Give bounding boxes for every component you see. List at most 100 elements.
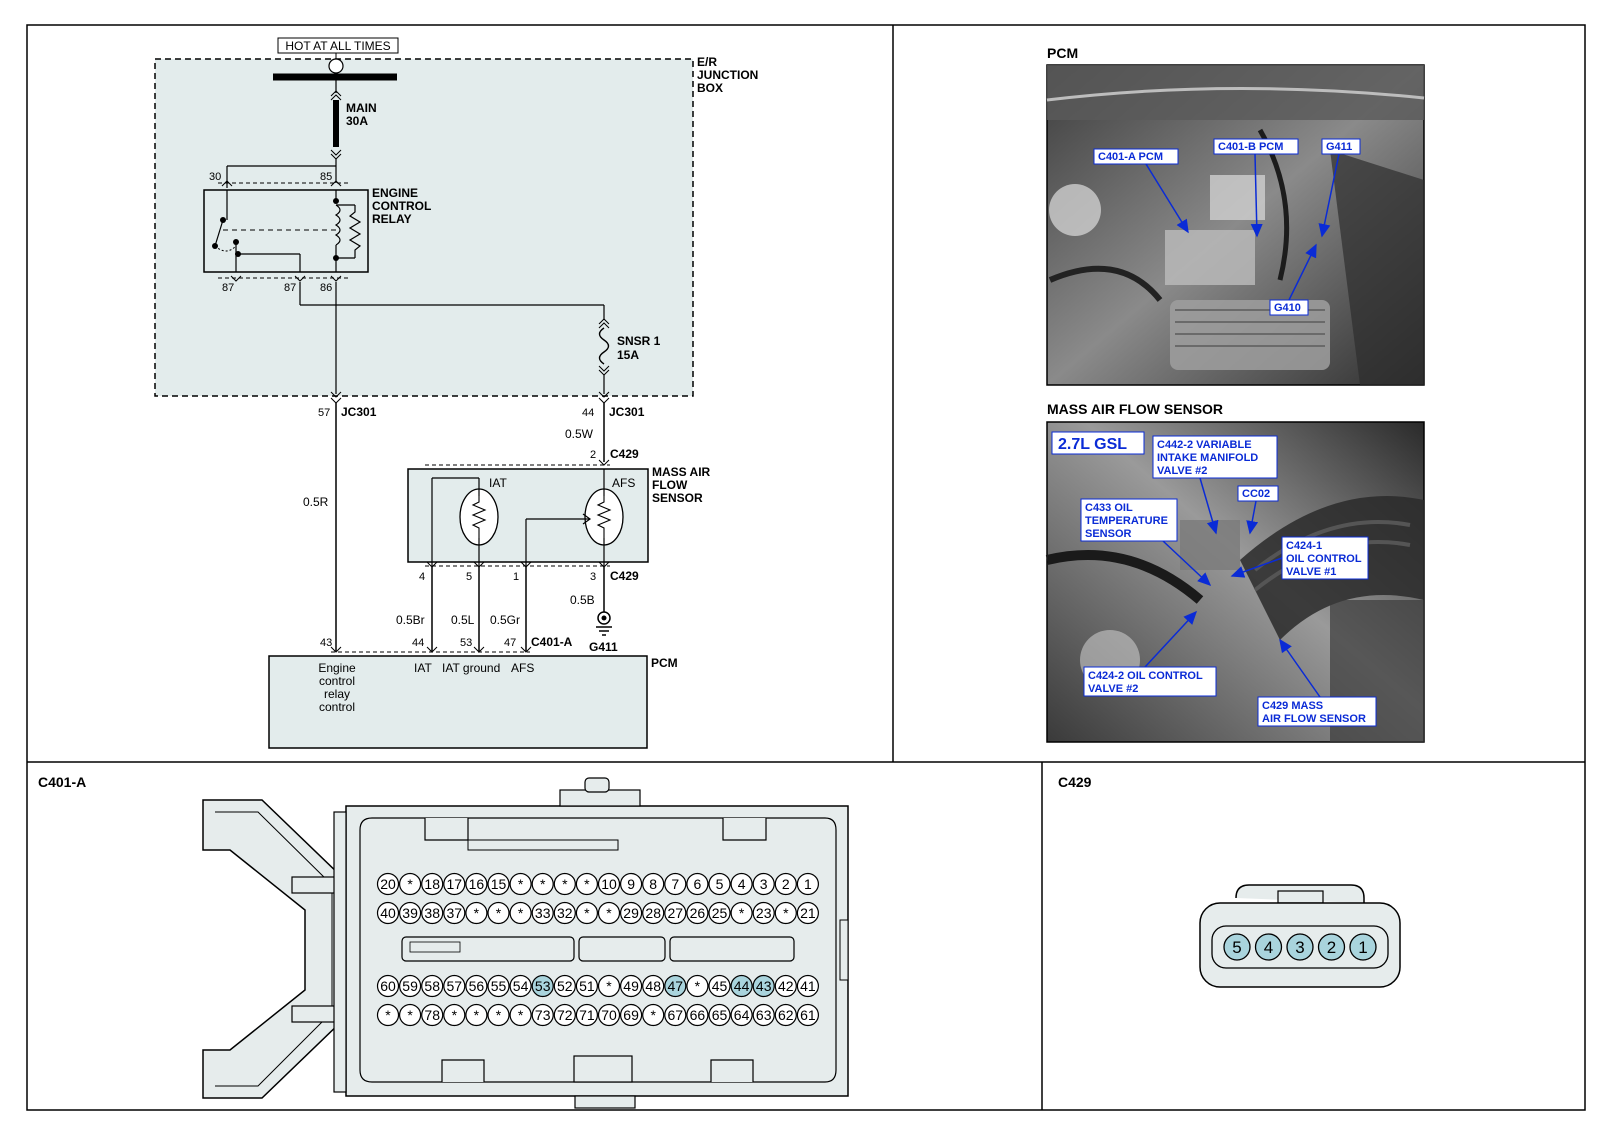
- connector-c401a-title: C401-A: [38, 774, 86, 790]
- wire-05br-label: 0.5Br: [396, 613, 425, 627]
- c401a-cavity-label: 54: [513, 978, 529, 994]
- c401a-cavity-3-10: [575, 974, 599, 998]
- relay-pin-30: 30: [209, 171, 221, 183]
- c401a-cavity-label: 38: [424, 905, 440, 921]
- c401a-cavity-4-12: [619, 1003, 643, 1027]
- c401a-cavity-label: 78: [424, 1007, 440, 1023]
- c401a-cavity-label: 21: [800, 905, 816, 921]
- c401a-cavity-2-2: [399, 901, 422, 925]
- c401a-cavity-label: 70: [601, 1007, 617, 1023]
- c401a-cavity-label: 63: [756, 1007, 772, 1023]
- c401a-cavity-label: 45: [712, 978, 728, 994]
- engine-control-relay: [203, 180, 369, 282]
- c401a-cavity-1-12: [619, 872, 643, 896]
- c401a-cavity-label: *: [606, 978, 612, 994]
- c401a-cavity-4-3: [421, 1003, 444, 1027]
- c401a-cavity-1-3: [421, 872, 444, 896]
- pcm-box: [268, 655, 648, 749]
- c401a-cavity-label: 28: [645, 905, 661, 921]
- junction-box-label-1: E/R: [697, 55, 717, 69]
- c401a-cavity-3-6: [487, 974, 510, 998]
- c401a-cavity-4-16: [708, 1003, 731, 1027]
- c401a-cavity-1-6: [487, 872, 510, 896]
- c401a-cavity-1-15: [686, 872, 709, 896]
- c401a-cavity-label: 4: [738, 876, 746, 892]
- c401a-cavity-4-10: [575, 1003, 599, 1027]
- callout-c424-1-line1: C424-1: [1286, 540, 1322, 552]
- c401a-cavity-label: 60: [380, 978, 396, 994]
- callout-c442-2-line1: C442-2 VARIABLE: [1157, 439, 1252, 451]
- wire-05gr-label: 0.5Gr: [490, 613, 520, 627]
- c401a-cavity-1-1: [376, 872, 400, 896]
- c401a-cavity-2-14: [664, 901, 687, 925]
- callout-c433-line2: TEMPERATURE: [1085, 515, 1168, 527]
- c429-top-label: C429: [610, 447, 639, 461]
- relay-label-3: RELAY: [372, 212, 412, 226]
- c401a-cavity-4-2: [399, 1003, 422, 1027]
- c401a-cavity-label: 40: [380, 905, 396, 921]
- c401a-cavity-3-18: [752, 974, 775, 998]
- c401a-cavity-3-20: [796, 974, 820, 998]
- pcm-func-relay-2: control: [319, 674, 355, 688]
- c401a-cavity-label: 67: [668, 1007, 684, 1023]
- c401a-cavity-1-8: [531, 872, 554, 896]
- c401a-cavity-label: 39: [402, 905, 418, 921]
- c401a-cavity-label: *: [562, 876, 568, 892]
- pcm-func-relay-1: Engine: [318, 661, 356, 675]
- c401a-cavity-label: 51: [579, 978, 595, 994]
- relay-label-2: CONTROL: [372, 199, 431, 213]
- c401a-cavity-4-7: [509, 1003, 532, 1027]
- c401a-cavity-label: 15: [491, 876, 507, 892]
- c401a-cavity-label: *: [518, 876, 524, 892]
- c401a-cavity-4-14: [664, 1003, 687, 1027]
- c401a-cavity-2-18: [752, 901, 775, 925]
- maf-photo-panel: MASS AIR FLOW SENSOR 2.7L GSL C442-2 VAR…: [1045, 401, 1425, 743]
- c401a-cavity-label: 62: [778, 1007, 794, 1023]
- c401a-cavity-label: *: [407, 1007, 413, 1023]
- c401a-cavity-label: 65: [712, 1007, 728, 1023]
- c401a-cavity-1-7: [509, 872, 532, 896]
- c401a-cavity-label: 6: [694, 876, 702, 892]
- c401a-cavity-4-4: [443, 1003, 466, 1027]
- c401a-cavity-label: 56: [469, 978, 485, 994]
- c401a-cavity-1-14: [664, 872, 687, 896]
- relay-pin-87b: 87: [284, 282, 296, 294]
- wire-05b-label: 0.5B: [570, 593, 595, 607]
- c401a-cavity-label: 37: [447, 905, 463, 921]
- c401a-cavity-1-11: [597, 872, 621, 896]
- c401a-cavity-label: 9: [627, 876, 635, 892]
- c401a-cavity-3-13: [642, 974, 665, 998]
- pcm-photo-panel: PCM C401-A PCM C401-B PCM G411 G410: [1046, 45, 1425, 386]
- c401a-cavity-2-19: [774, 901, 797, 925]
- c429-cavity-label: 4: [1264, 938, 1273, 957]
- callout-c424-1-line3: VALVE #1: [1286, 566, 1336, 578]
- c401a-cavity-label: 61: [800, 1007, 816, 1023]
- c401a-cavity-label: 2: [782, 876, 790, 892]
- c401a-cavity-2-17: [730, 901, 753, 925]
- c401a-cavity-3-8: [531, 974, 554, 998]
- c401a-cavity-label: 1: [804, 876, 812, 892]
- c401a-cavity-3-17: [730, 974, 753, 998]
- c401a-cavity-3-12: [619, 974, 643, 998]
- c429-cavity-5: [1223, 933, 1251, 961]
- callout-c442-2-line3: VALVE #2: [1157, 465, 1207, 477]
- wire-05r-label: 0.5R: [303, 495, 329, 509]
- snsr-fuse-label-1: SNSR 1: [617, 334, 661, 348]
- c401a-cavity-3-16: [708, 974, 731, 998]
- main-fuse-label-1: MAIN: [346, 101, 377, 115]
- jc301-right-pin: 44: [582, 407, 594, 419]
- c401a-cavity-label: 42: [778, 978, 794, 994]
- connector-c401a-panel: C401-A 20*1: [38, 774, 849, 1109]
- c401a-cavity-label: *: [650, 1007, 656, 1023]
- c401a-cavity-2-9: [553, 901, 576, 925]
- c401a-cavity-3-19: [774, 974, 797, 998]
- callout-c401a-pcm: C401-A PCM: [1098, 151, 1163, 163]
- c401a-cavity-label: *: [474, 1007, 480, 1023]
- pcm-photo: [1046, 64, 1425, 386]
- maf-photo-callouts: 2.7L GSL C442-2 VARIABLE INTAKE MANIFOLD…: [1051, 431, 1377, 727]
- c401a-cavity-4-9: [553, 1003, 576, 1027]
- c429-top-pin: 2: [590, 449, 596, 461]
- c401a-cavity-label: 73: [535, 1007, 551, 1023]
